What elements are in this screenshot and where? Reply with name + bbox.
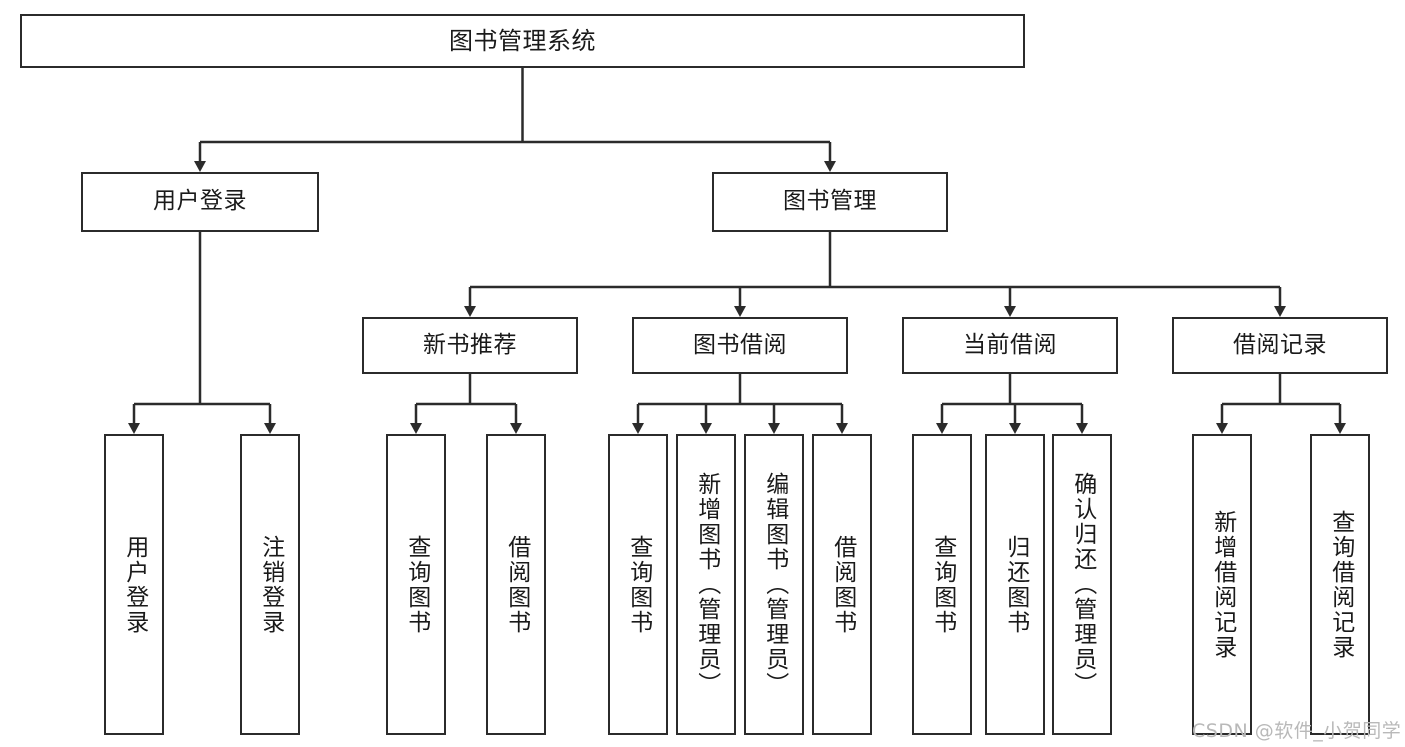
node-leaf-return-book-label: 归还图书 — [1002, 534, 1029, 635]
node-leaf-borrow-book-rec-label: 借阅图书 — [503, 534, 530, 635]
connector-edges — [128, 68, 1346, 434]
node-leaf-add-book[interactable]: 新增图书（管理员） — [676, 434, 736, 735]
node-leaf-confirm-return-label: 确认归还（管理员） — [1069, 472, 1096, 697]
node-leaf-edit-book[interactable]: 编辑图书（管理员） — [744, 434, 804, 735]
node-user-login-label: 用户登录 — [153, 188, 247, 215]
node-leaf-user-login-label: 用户登录 — [121, 534, 148, 635]
node-leaf-logout-label: 注销登录 — [257, 534, 284, 635]
node-book-borrow[interactable]: 图书借阅 — [632, 317, 848, 374]
node-book-borrow-label: 图书借阅 — [693, 331, 787, 358]
node-leaf-query-record[interactable]: 查询借阅记录 — [1310, 434, 1370, 735]
node-current-borrow-label: 当前借阅 — [963, 331, 1057, 358]
node-new-book-rec[interactable]: 新书推荐 — [362, 317, 578, 374]
node-new-book-rec-label: 新书推荐 — [423, 331, 517, 358]
node-root[interactable]: 图书管理系统 — [20, 14, 1025, 68]
node-leaf-add-record[interactable]: 新增借阅记录 — [1192, 434, 1252, 735]
node-book-manage[interactable]: 图书管理 — [712, 172, 948, 232]
node-leaf-query-book-borrow[interactable]: 查询图书 — [608, 434, 668, 735]
node-leaf-edit-book-label: 编辑图书（管理员） — [761, 472, 788, 697]
node-leaf-query-book-cur[interactable]: 查询图书 — [912, 434, 972, 735]
node-leaf-query-book-borrow-label: 查询图书 — [625, 534, 652, 635]
node-root-label: 图书管理系统 — [449, 26, 596, 55]
node-leaf-query-record-label: 查询借阅记录 — [1327, 509, 1354, 660]
node-leaf-query-book-rec-label: 查询图书 — [403, 534, 430, 635]
node-current-borrow[interactable]: 当前借阅 — [902, 317, 1118, 374]
node-leaf-query-book-cur-label: 查询图书 — [929, 534, 956, 635]
node-book-manage-label: 图书管理 — [783, 188, 877, 215]
node-borrow-record[interactable]: 借阅记录 — [1172, 317, 1388, 374]
node-user-login[interactable]: 用户登录 — [81, 172, 319, 232]
node-leaf-user-login[interactable]: 用户登录 — [104, 434, 164, 735]
node-leaf-borrow-book-rec[interactable]: 借阅图书 — [486, 434, 546, 735]
node-borrow-record-label: 借阅记录 — [1233, 331, 1327, 358]
node-leaf-add-book-label: 新增图书（管理员） — [693, 472, 720, 697]
node-leaf-query-book-rec[interactable]: 查询图书 — [386, 434, 446, 735]
node-leaf-logout[interactable]: 注销登录 — [240, 434, 300, 735]
node-leaf-borrow-book-label: 借阅图书 — [829, 534, 856, 635]
node-leaf-confirm-return[interactable]: 确认归还（管理员） — [1052, 434, 1112, 735]
node-leaf-borrow-book[interactable]: 借阅图书 — [812, 434, 872, 735]
csdn-watermark: CSDN @软件_小贺同学 — [1192, 720, 1402, 742]
node-leaf-add-record-label: 新增借阅记录 — [1209, 509, 1236, 660]
node-leaf-return-book[interactable]: 归还图书 — [985, 434, 1045, 735]
